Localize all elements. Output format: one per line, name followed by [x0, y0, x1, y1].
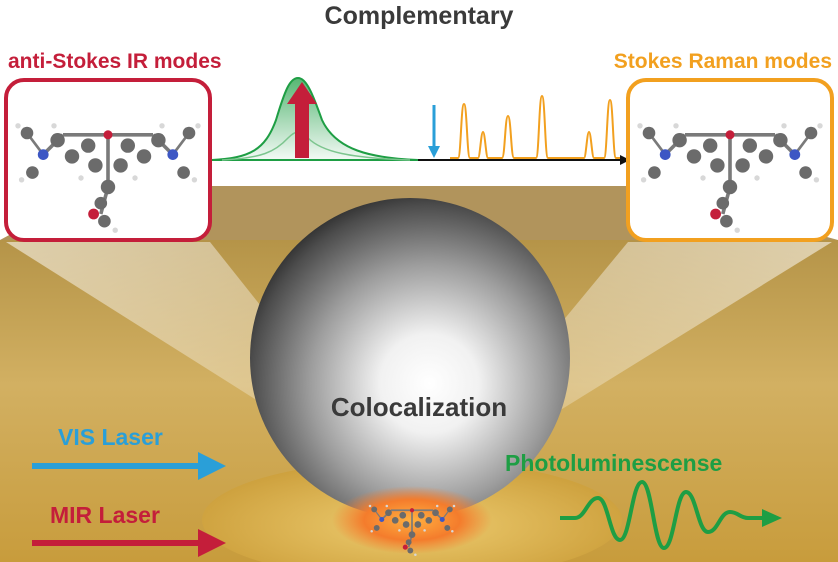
ir-excitation-arrowhead: [287, 82, 317, 104]
photoluminescence-arrowhead: [762, 509, 782, 527]
mir-laser-arrowhead: [198, 529, 226, 557]
photoluminescence-wave: [560, 480, 762, 550]
colocalization-label: Colocalization: [330, 392, 508, 422]
raman-spectrum: [450, 94, 620, 159]
mir-laser-label: MIR Laser: [50, 502, 160, 528]
raman-panel-label: Stokes Raman modes: [613, 50, 832, 73]
photoluminescence-label: Photoluminescense: [505, 450, 723, 476]
vis-laser-arrowhead: [198, 452, 226, 480]
ir-absorption-band: [211, 76, 419, 161]
ir-panel-label: anti-Stokes IR modes: [8, 50, 222, 73]
ir-excitation-arrow-shaft: [295, 100, 309, 158]
figure-title: Complementary: [324, 2, 514, 30]
vis-laser-arrow-shaft: [32, 463, 202, 469]
spectrum-axis-arrowhead: [620, 155, 630, 165]
vis-laser-label: VIS Laser: [58, 424, 163, 450]
metal-sphere: [250, 198, 570, 518]
mir-laser-arrow-shaft: [32, 540, 202, 546]
vis-excitation-arrowhead: [428, 146, 440, 158]
